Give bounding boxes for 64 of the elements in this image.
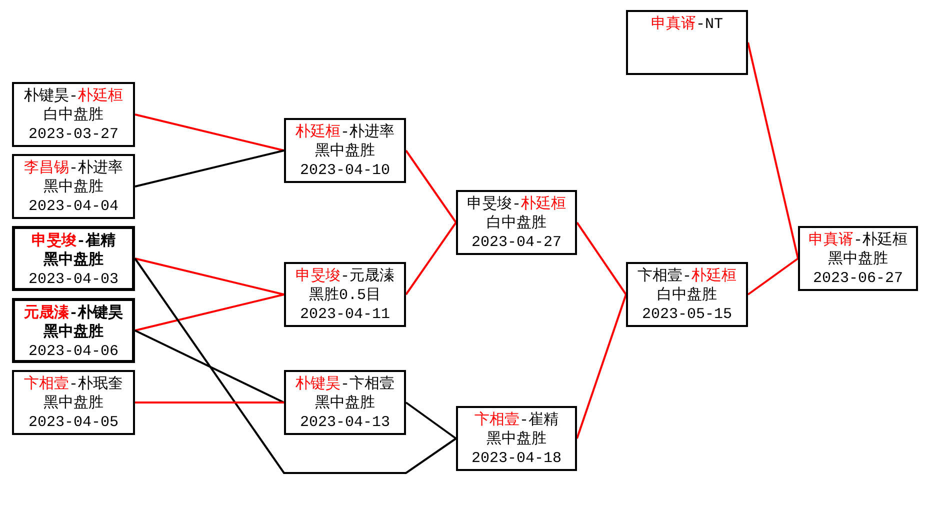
connector-line: [405, 222, 457, 296]
players-text: 朴键昊-卞相壹: [295, 375, 394, 394]
players-text: 卞相壹-崔精: [474, 411, 558, 430]
match-box: [12, 154, 135, 219]
result-text: 黑中盘胜: [315, 394, 375, 413]
connector-line: [134, 258, 284, 296]
date-text: 2023-04-27: [471, 233, 562, 252]
result-text: 黑中盘胜: [44, 251, 104, 270]
connector-line: [134, 114, 284, 152]
result-text: 白中盘胜: [486, 214, 546, 233]
connector-line: [576, 222, 627, 296]
match-box: [12, 370, 135, 435]
result-text: 黑中盘胜: [44, 178, 104, 197]
match-box: [12, 82, 135, 147]
players-text: 李昌锡-朴进率: [24, 159, 123, 178]
date-text: 2023-06-27: [812, 269, 903, 288]
date-text: 2023-04-11: [300, 305, 390, 324]
connector-line: [405, 402, 457, 440]
result-text: 黑胜0.5目: [308, 286, 381, 305]
result-text: 黑中盘胜: [44, 394, 104, 413]
connector-line: [576, 294, 627, 439]
date-text: 2023-04-13: [300, 413, 390, 432]
result-text: 白中盘胜: [44, 106, 104, 125]
players-text: 申真谞-NT: [650, 15, 724, 34]
players-text: 朴键昊-朴廷桓: [24, 87, 123, 106]
connector-line: [135, 402, 284, 404]
date-text: 2023-04-10: [300, 161, 390, 180]
match-box: [626, 10, 748, 75]
connector-line: [405, 150, 457, 224]
date-text: 2023-04-04: [28, 197, 118, 216]
match-box: [12, 226, 135, 291]
match-box: [284, 118, 406, 183]
match-box: [284, 262, 406, 327]
players-text: 朴廷桓-朴进率: [295, 123, 394, 142]
match-box: [798, 226, 918, 291]
result-text: 黑中盘胜: [828, 250, 888, 269]
date-text: 2023-04-05: [28, 413, 118, 432]
players-text: 元晟溱-朴键昊: [24, 304, 123, 323]
match-box: [456, 190, 577, 255]
connector-line: [134, 258, 457, 474]
match-box: [626, 262, 748, 327]
date-text: 2023-03-27: [28, 125, 118, 144]
players-text: 卞相壹-朴廷桓: [637, 267, 736, 286]
result-text: 黑中盘胜: [315, 142, 375, 161]
connector-line: [134, 294, 284, 332]
connector-line: [134, 330, 284, 404]
players-text: 申旻埈-崔精: [31, 232, 116, 251]
connector-line: [747, 42, 799, 259]
match-box: [12, 298, 135, 363]
date-text: 2023-04-18: [471, 449, 562, 468]
date-text: 2023-04-03: [28, 270, 118, 289]
players-text: 申真谞-朴廷桓: [808, 231, 908, 250]
match-box: [456, 406, 577, 471]
match-box: [284, 370, 406, 435]
connector-line: [747, 258, 799, 296]
result-text: 黑中盘胜: [44, 323, 104, 342]
date-text: 2023-04-06: [28, 342, 118, 361]
result-text: 黑中盘胜: [486, 430, 546, 449]
date-text: 2023-05-15: [642, 305, 732, 324]
players-text: 申旻埈-朴廷桓: [466, 195, 566, 214]
result-text: 白中盘胜: [657, 286, 717, 305]
players-text: 申旻埈-元晟溱: [295, 267, 394, 286]
connector-line: [134, 150, 284, 188]
players-text: 卞相壹-朴珉奎: [24, 375, 123, 394]
